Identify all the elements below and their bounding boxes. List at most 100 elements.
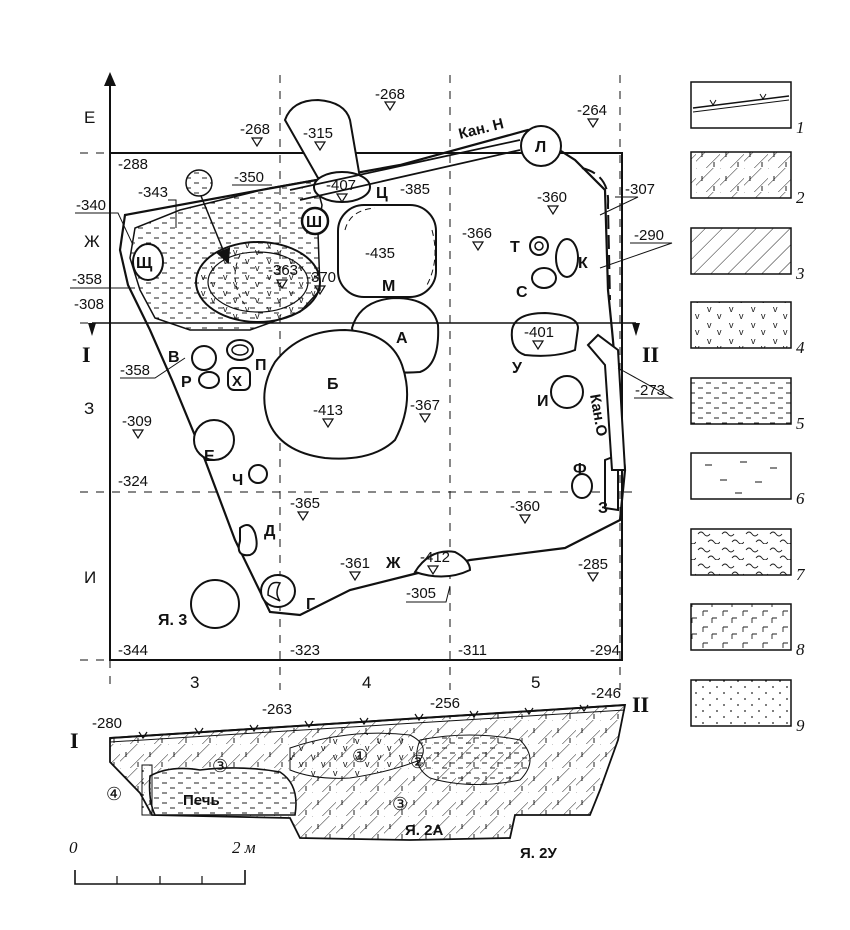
elevation-label: -268: [240, 121, 270, 138]
elevation-label: -288: [118, 156, 148, 173]
section-view: [109, 704, 627, 841]
elevation-label: -361: [340, 555, 370, 572]
pit-kh: [227, 367, 251, 391]
elevation-marks: -268 -264 -268 -315 -288 -407 -385 -350 …: [72, 86, 665, 659]
channel-o: [586, 333, 627, 471]
section-elevation: -246: [591, 685, 621, 702]
section-end-label-i: I: [70, 728, 79, 753]
elevation-label: -358: [72, 271, 102, 288]
elevation-label: -264: [577, 102, 607, 119]
section-layer-2: [416, 734, 531, 785]
elevation-label: -385: [400, 181, 430, 198]
feature-label-zh: Ж: [385, 555, 401, 572]
elevation-label: -363: [268, 262, 298, 279]
section-label-ii: II: [642, 342, 659, 367]
scale-end-label: 2 м: [232, 838, 256, 857]
legend-item-8: 8: [690, 603, 805, 659]
section-label-i: I: [82, 342, 91, 367]
legend-item-3: 3: [690, 227, 805, 283]
north-arrow-icon: [104, 72, 116, 86]
elevation-label: -407: [326, 177, 356, 194]
elevation-label: -412: [420, 549, 450, 566]
pit-ya3: [190, 579, 240, 629]
legend-item-6: 6: [690, 452, 805, 508]
legend-number: 7: [796, 565, 806, 584]
legend-number: 3: [795, 264, 805, 283]
pit-t: [529, 236, 549, 256]
feature-north-channel: [283, 98, 362, 179]
section-elevation: -280: [92, 715, 122, 732]
elevation-label: -290: [634, 227, 664, 244]
layer-number: ②: [410, 752, 426, 772]
pit-label-2u: Я. 2У: [520, 845, 557, 862]
feature-label-k: К: [578, 255, 588, 272]
pit-zh: [413, 550, 472, 578]
feature-label-ya3: Я. 3: [158, 612, 187, 629]
plan-view: [70, 72, 674, 690]
elevation-label: -413: [313, 402, 343, 419]
feature-label-t: Т: [510, 239, 520, 256]
pit-sh: [300, 206, 330, 236]
elevation-label: -366: [462, 225, 492, 242]
pit-r: [198, 371, 220, 389]
legend-number: 4: [796, 338, 805, 357]
elevation-label: -344: [118, 642, 148, 659]
feature-label-shch: Щ: [136, 255, 153, 272]
legend-number: 9: [796, 716, 805, 735]
pit-i: [550, 375, 584, 409]
elevation-label: -315: [303, 125, 333, 142]
elevation-label: -367: [410, 397, 440, 414]
legend-item-9: 9: [690, 679, 805, 735]
legend-item-5: 5: [690, 377, 805, 433]
pit-l: [520, 125, 562, 167]
elevation-label: -340: [76, 197, 106, 214]
row-label-zh: Ж: [84, 232, 100, 251]
elevation-label: -435: [365, 245, 395, 262]
elevation-label: -350: [234, 169, 264, 186]
elevation-label: -365: [290, 495, 320, 512]
elevation-label: -401: [524, 324, 554, 341]
column-label-4: 4: [362, 673, 371, 692]
feature-label-v: В: [168, 349, 180, 366]
section-elevation: -256: [430, 695, 460, 712]
pit-label-2a: Я. 2А: [405, 822, 443, 839]
legend-number: 8: [796, 640, 805, 659]
feature-label-s: С: [516, 284, 528, 301]
feature-label-a: А: [396, 330, 408, 347]
oven-label: Печь: [183, 792, 220, 809]
elevation-label: -324: [118, 473, 148, 490]
legend-number: 6: [796, 489, 805, 508]
pit-ch: [248, 464, 268, 484]
feature-label-f: Ф: [573, 461, 587, 478]
legend-number: 5: [796, 414, 805, 433]
elevation-label: -343: [138, 184, 168, 201]
elevation-label: -370: [306, 269, 336, 286]
row-label-e: Е: [84, 108, 95, 127]
legend-number: 1: [796, 118, 805, 137]
elevation-label: -305: [406, 585, 436, 602]
section-layer-4: [141, 764, 153, 816]
pit-hearth-inner: [207, 251, 309, 313]
elevation-label: -358: [120, 362, 150, 379]
pit-v: [191, 345, 217, 371]
elevation-label: -323: [290, 642, 320, 659]
elevation-label: -307: [625, 181, 655, 198]
pit-d: [237, 523, 258, 557]
legend-item-2: 2: [690, 151, 805, 207]
feature-label-i: И: [537, 393, 549, 410]
scale-bar: 0 2 м: [69, 838, 256, 885]
feature-label-sh: Ш: [306, 214, 322, 231]
pit-p: [226, 339, 254, 361]
elevation-label: -311: [458, 642, 487, 659]
feature-label-g: Г: [306, 596, 315, 613]
legend-number: 2: [796, 188, 805, 207]
section-end-label-ii: II: [632, 692, 649, 717]
pit-shch: [132, 243, 164, 281]
elevation-label: -268: [375, 86, 405, 103]
pit-s: [531, 267, 557, 289]
feature-label-b: Б: [327, 376, 339, 393]
feature-label-d: Д: [264, 523, 276, 540]
feature-label-r: Р: [181, 374, 192, 391]
elevation-label: -308: [74, 296, 104, 313]
